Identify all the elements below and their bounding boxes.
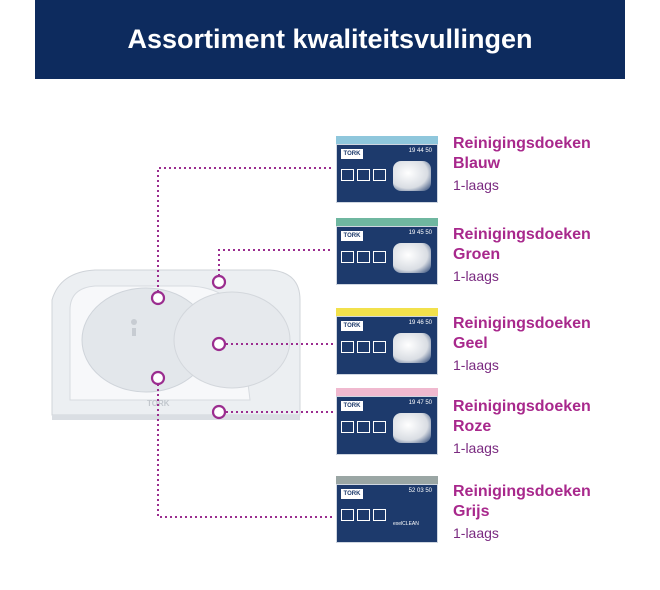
product-code: 19 44 50 (408, 148, 432, 154)
cloth-image-icon (393, 243, 431, 273)
pack-accent (336, 388, 438, 398)
tork-logo: TORK (341, 149, 363, 159)
product-ply: 1-laags (453, 357, 499, 373)
product-code: 19 47 50 (408, 400, 432, 406)
pack-face: TORK 19 46 50 (336, 316, 438, 375)
product-pack-grijs: TORK 52 03 50 exelCLEAN (336, 476, 438, 543)
cloth-image-icon (393, 413, 431, 443)
pack-face: TORK 52 03 50 exelCLEAN (336, 484, 438, 543)
connector-lines (157, 167, 333, 518)
pack-icons (341, 251, 386, 263)
product-pack-geel: TORK 19 46 50 (336, 308, 438, 375)
product-label-groen: Reinigingsdoeken Groen 1-laags (453, 225, 653, 286)
tork-logo: TORK (341, 489, 363, 499)
dispenser-illustration: TORK (51, 269, 301, 420)
product-label-roze: Reinigingsdoeken Roze 1-laags (453, 397, 653, 458)
product-name-line2: Roze (453, 418, 492, 435)
pack-face: TORK 19 45 50 (336, 226, 438, 285)
pack-icons (341, 421, 386, 433)
connector-blauw (157, 167, 333, 292)
exelclean-logo: exelCLEAN (393, 521, 419, 527)
pack-icons (341, 169, 386, 181)
product-name-line1: Reinigingsdoeken (453, 483, 591, 500)
product-label-grijs: Reinigingsdoeken Grijs 1-laags (453, 482, 653, 543)
tork-logo: TORK (341, 231, 363, 241)
connector-point-blauw (150, 290, 166, 306)
cloth-image-icon (393, 333, 431, 363)
connector-point-roze (211, 404, 227, 420)
product-code: 19 46 50 (408, 320, 432, 326)
product-name-line1: Reinigingsdoeken (453, 135, 591, 152)
product-label-geel: Reinigingsdoeken Geel 1-laags (453, 314, 653, 375)
connector-points (150, 274, 227, 420)
product-name-line1: Reinigingsdoeken (453, 315, 591, 332)
product-name-line2: Blauw (453, 155, 501, 172)
pack-face: TORK 19 47 50 (336, 396, 438, 455)
product-name-line2: Groen (453, 246, 501, 263)
connector-point-grijs (150, 370, 166, 386)
connector-point-geel (211, 336, 227, 352)
page-title: Assortiment kwaliteitsvullingen (127, 24, 533, 54)
product-ply: 1-laags (453, 268, 499, 284)
connector-point-groen (211, 274, 227, 290)
pack-accent (336, 308, 438, 318)
product-name-line1: Reinigingsdoeken (453, 226, 591, 243)
product-pack-blauw: TORK 19 44 50 (336, 136, 438, 203)
product-ply: 1-laags (453, 177, 499, 193)
product-name-line2: Geel (453, 335, 488, 352)
product-pack-groen: TORK 19 45 50 (336, 218, 438, 285)
pack-accent (336, 136, 438, 146)
product-name-line2: Grijs (453, 503, 490, 520)
header-banner: Assortiment kwaliteitsvullingen (35, 0, 625, 79)
product-ply: 1-laags (453, 440, 499, 456)
pack-accent (336, 218, 438, 228)
product-ply: 1-laags (453, 525, 499, 541)
pack-face: TORK 19 44 50 (336, 144, 438, 203)
product-code: 19 45 50 (408, 230, 432, 236)
pack-icons (341, 509, 386, 521)
cloth-image-icon (393, 161, 431, 191)
tork-logo: TORK (341, 321, 363, 331)
product-label-blauw: Reinigingsdoeken Blauw 1-laags (453, 134, 653, 195)
pack-icons (341, 341, 386, 353)
product-pack-roze: TORK 19 47 50 (336, 388, 438, 455)
product-code: 52 03 50 (408, 488, 432, 494)
connector-groen (218, 249, 333, 276)
dispenser-brand-text: TORK (147, 399, 170, 408)
product-name-line1: Reinigingsdoeken (453, 398, 591, 415)
tork-logo: TORK (341, 401, 363, 411)
pack-accent (336, 476, 438, 486)
